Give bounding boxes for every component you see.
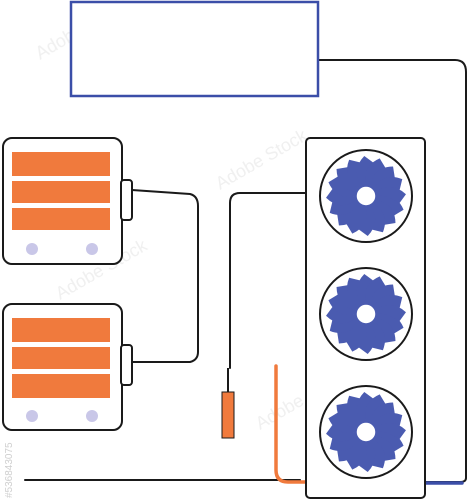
heater-fin bbox=[12, 374, 110, 398]
fan-icon bbox=[319, 149, 413, 243]
fan-icon bbox=[319, 385, 413, 479]
fan-blade bbox=[365, 158, 386, 187]
fan-blade bbox=[328, 176, 357, 197]
condenser-fans bbox=[319, 149, 413, 479]
fan-blade bbox=[365, 394, 386, 423]
valve-icon bbox=[221, 391, 235, 439]
fan-blade bbox=[369, 402, 395, 426]
fan-hub bbox=[355, 421, 377, 443]
fan-blade bbox=[356, 274, 374, 305]
fan-icon bbox=[319, 267, 413, 361]
heater-unit bbox=[2, 137, 133, 265]
fan-blade bbox=[358, 441, 376, 472]
fan-blade bbox=[326, 188, 357, 206]
heater-wheel bbox=[26, 243, 38, 255]
fan-blade bbox=[337, 438, 363, 462]
wire-heater-top bbox=[131, 189, 199, 363]
fan-blade bbox=[326, 424, 357, 442]
orange-pipe bbox=[274, 364, 310, 484]
fan-hub bbox=[355, 185, 377, 207]
fan-hub bbox=[355, 303, 377, 325]
heater-connector bbox=[120, 344, 133, 386]
fan-blade bbox=[365, 276, 386, 305]
fan-blade bbox=[372, 199, 396, 225]
wire-condenser-to-valve bbox=[229, 192, 307, 369]
fan-blade bbox=[326, 306, 357, 324]
fan-blade bbox=[336, 167, 360, 193]
heater-wheel bbox=[26, 410, 38, 422]
heater-fin bbox=[12, 152, 110, 176]
heater-fin bbox=[12, 318, 110, 342]
heater-connector bbox=[120, 179, 133, 221]
fan-blade bbox=[375, 422, 406, 440]
fan-blade bbox=[336, 285, 360, 311]
fan-blade bbox=[375, 186, 406, 204]
fan-blade bbox=[358, 323, 376, 354]
fan-blade bbox=[369, 284, 395, 308]
heater-fin bbox=[12, 347, 110, 369]
fan-blade bbox=[337, 320, 363, 344]
fan-blade bbox=[372, 317, 396, 343]
control-panel-box bbox=[69, 0, 320, 98]
fan-blade bbox=[346, 323, 367, 352]
fan-blade bbox=[372, 435, 396, 461]
fan-blade bbox=[375, 304, 406, 322]
watermark-text: Adobe Stock bbox=[212, 125, 311, 194]
fan-blade bbox=[356, 392, 374, 423]
fan-blade bbox=[346, 441, 367, 470]
fan-blade bbox=[356, 156, 374, 187]
fan-blade bbox=[369, 166, 395, 190]
heater-fin bbox=[12, 181, 110, 203]
heater-wheel bbox=[86, 410, 98, 422]
fan-blade bbox=[346, 205, 367, 234]
heater-wheel bbox=[86, 243, 98, 255]
heater-unit bbox=[2, 303, 133, 431]
side-id-text: #536843075 bbox=[4, 442, 15, 498]
fan-blade bbox=[337, 202, 363, 226]
fan-blade bbox=[328, 294, 357, 315]
fan-blade bbox=[336, 403, 360, 429]
fan-blade bbox=[358, 205, 376, 236]
fan-blade bbox=[328, 412, 357, 433]
heater-fin bbox=[12, 208, 110, 230]
